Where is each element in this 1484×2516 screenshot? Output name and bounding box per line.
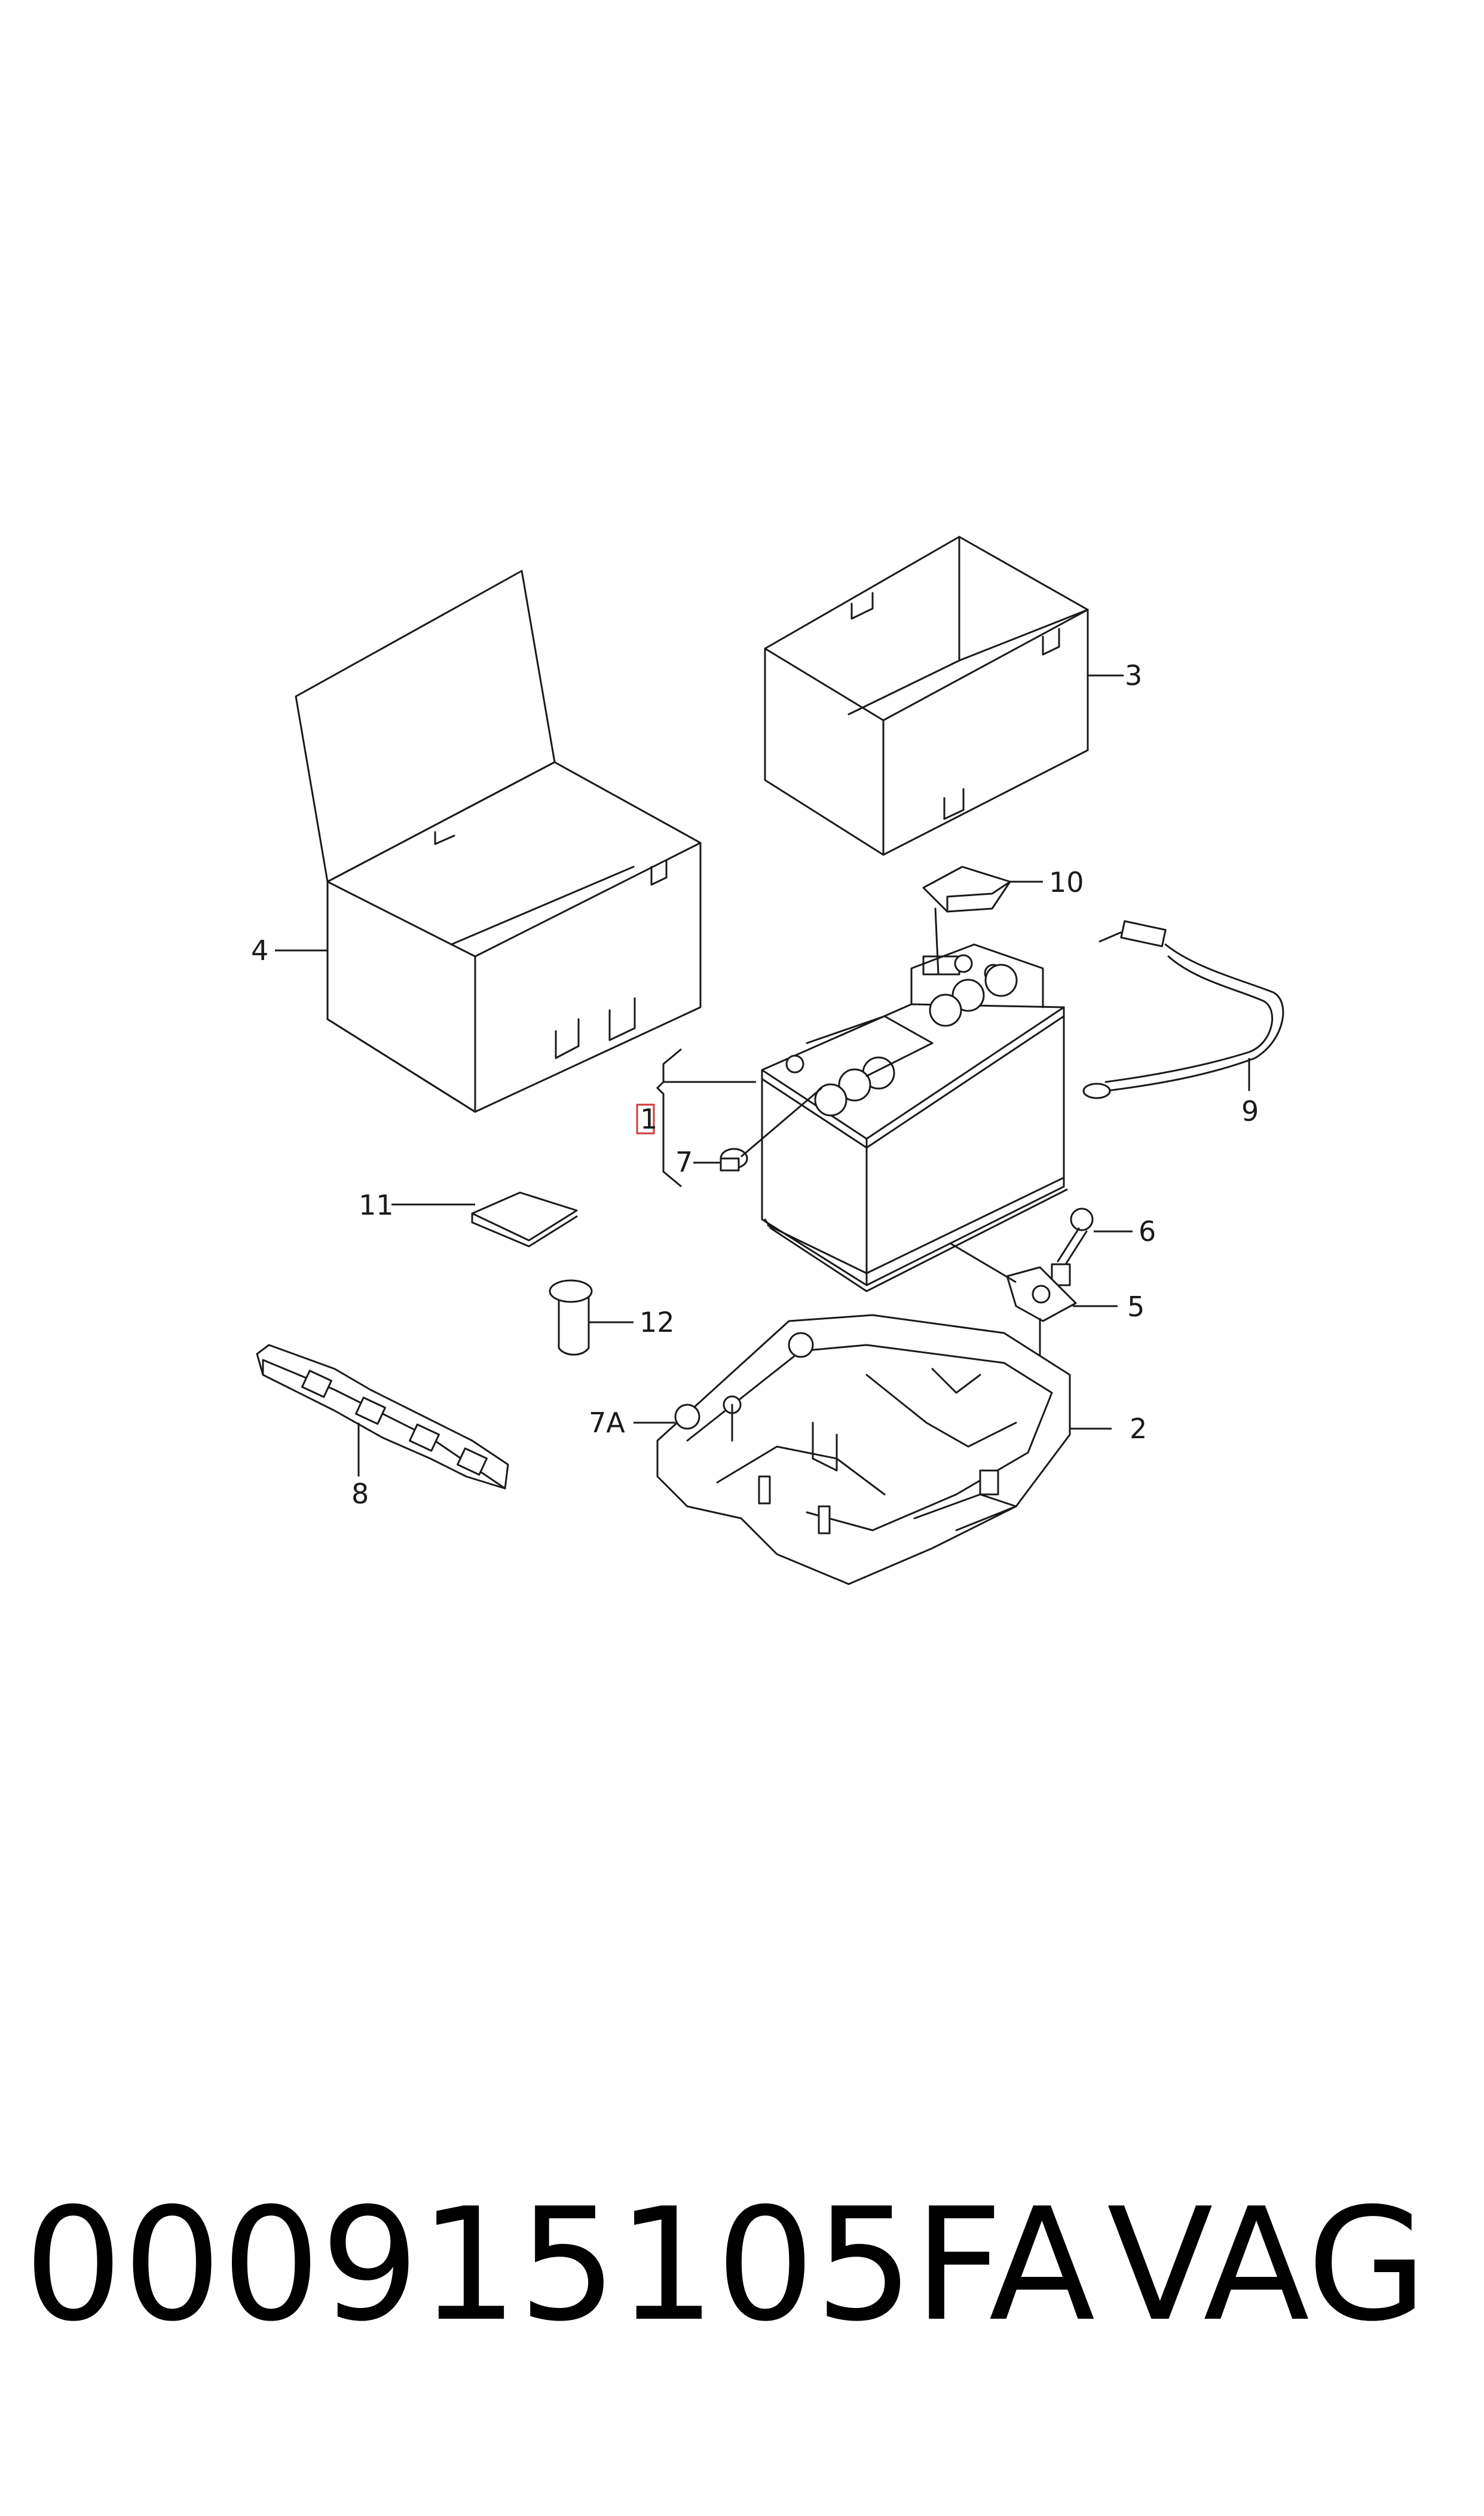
callout-2[interactable]: 2 [1130, 1413, 1147, 1445]
part-6-bolt [1051, 1207, 1094, 1286]
part-4-box [295, 570, 702, 1113]
callout-1-highlight [636, 1103, 655, 1135]
part-9-cable [1082, 920, 1284, 1099]
callout-10[interactable]: 10 [1049, 866, 1084, 898]
leader-lines [275, 674, 1250, 1476]
callout-7[interactable]: 7 [675, 1146, 693, 1178]
callout-4[interactable]: 4 [251, 934, 268, 967]
part-2-tray [656, 1314, 1071, 1585]
callout-3[interactable]: 3 [1125, 659, 1142, 692]
part-7-vent-plug [720, 1087, 822, 1172]
callout-9[interactable]: 9 [1241, 1095, 1259, 1127]
callout-8[interactable]: 8 [351, 1478, 369, 1510]
callout-7a[interactable]: 7A [589, 1407, 625, 1439]
part-3-cover [764, 536, 1089, 856]
callout-5[interactable]: 5 [1127, 1291, 1145, 1323]
callout-1[interactable]: 1 [640, 1103, 657, 1135]
part-12-terminal-cap [549, 1279, 593, 1356]
callout-12[interactable]: 12 [640, 1306, 675, 1338]
callout-6[interactable]: 6 [1139, 1215, 1156, 1248]
part-1-battery [761, 943, 1068, 1292]
part-5-clamp [1006, 1266, 1077, 1357]
parts-diagram: 1 2 3 4 5 6 7 7A 8 9 10 11 12 [251, 536, 1284, 1585]
callout-11[interactable]: 11 [359, 1189, 394, 1221]
part-number: 000915105FA [24, 2175, 1096, 2356]
brand-name: VAG [1107, 2175, 1427, 2356]
part-8-bracket [256, 1344, 509, 1490]
part-10-cap [922, 866, 1011, 976]
part-11-label [471, 1191, 578, 1248]
